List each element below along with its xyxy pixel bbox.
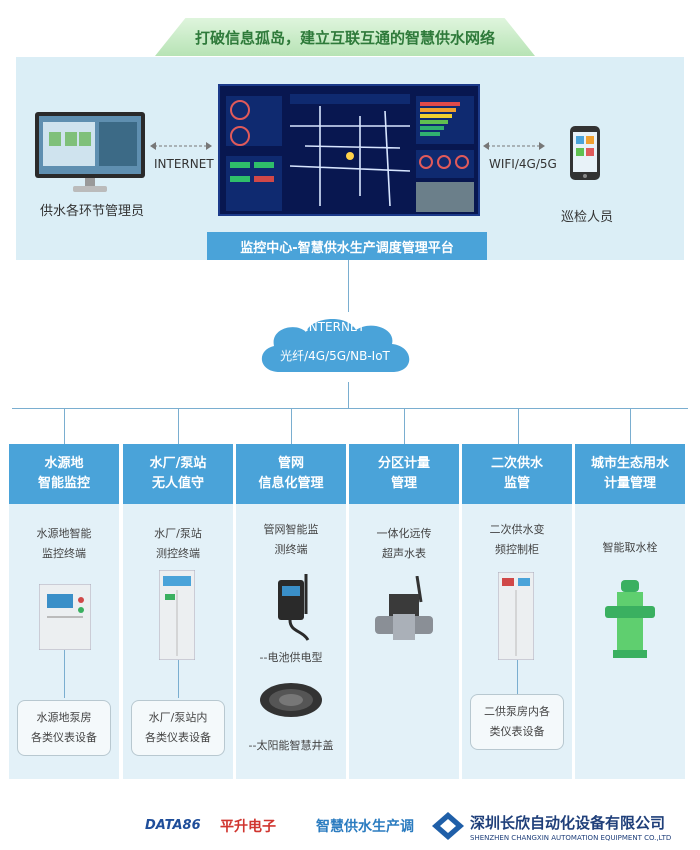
branch-line bbox=[630, 408, 631, 444]
inspector-label: 巡检人员 bbox=[561, 210, 614, 225]
device-link bbox=[178, 660, 179, 698]
connector-line bbox=[348, 260, 349, 312]
admin-label: 供水各环节管理员 bbox=[40, 204, 145, 219]
column-header: 管网信息化管理 bbox=[236, 444, 346, 504]
column-pipe-network: 管网信息化管理 管网智能监测终端 --电池供电型 --太阳能智慧井盖 bbox=[236, 444, 346, 779]
footer-brand: DATA86 bbox=[145, 818, 201, 833]
device-link bbox=[517, 660, 518, 694]
column-title: 智能监控 bbox=[37, 476, 90, 491]
column-desc: 水厂/泵站测控终端 bbox=[154, 527, 202, 560]
column-desc: 智能取水栓 bbox=[602, 541, 658, 554]
double-arrow-left-icon bbox=[150, 142, 212, 150]
column-header: 城市生态用水计量管理 bbox=[575, 444, 685, 504]
column-title: 分区计量 bbox=[377, 456, 430, 471]
dashboard-map-icon bbox=[220, 86, 478, 214]
wifi-link-label: WIFI/4G/5G bbox=[489, 157, 557, 171]
control-box-icon bbox=[39, 584, 91, 650]
footer-slogan: 智慧供水生产调 bbox=[316, 819, 414, 835]
bus-drop bbox=[348, 382, 349, 408]
column-header: 分区计量管理 bbox=[349, 444, 459, 504]
branch-line bbox=[404, 408, 405, 444]
column-desc: 管网智能监测终端 bbox=[263, 523, 319, 556]
column-title: 管理 bbox=[390, 476, 417, 491]
branch-line bbox=[64, 408, 65, 444]
footer-company-en: SHENZHEN CHANGXIN AUTOMATION EQUIPMENT C… bbox=[470, 834, 672, 842]
battery-terminal-icon bbox=[278, 574, 310, 641]
column-district-metering: 分区计量管理 一体化远传超声水表 bbox=[349, 444, 459, 779]
column-header: 水源地智能监控 bbox=[9, 444, 119, 504]
column-water-plant: 水厂/泵站无人值守 水厂/泵站测控终端 水厂/泵站内各类仪表设备 bbox=[123, 444, 233, 779]
dashboard-screen bbox=[218, 84, 480, 216]
sub-device-box: 水厂/泵站内各类仪表设备 bbox=[131, 700, 225, 756]
monitor-icon bbox=[35, 112, 145, 192]
banner: 打破信息孤岛，建立互联互通的智慧供水网络 bbox=[155, 18, 535, 56]
column-title: 监管 bbox=[503, 476, 530, 491]
branch-line bbox=[518, 408, 519, 444]
cloud-title: INTERNET bbox=[305, 320, 365, 334]
column-title: 城市生态用水 bbox=[590, 456, 669, 471]
footer-brand-cn: 平升电子 bbox=[220, 819, 276, 835]
cloud-icon bbox=[261, 318, 410, 372]
column-header: 二次供水监管 bbox=[462, 444, 572, 504]
water-meter-icon bbox=[375, 576, 433, 640]
column-desc: 水源地智能监控终端 bbox=[36, 527, 92, 560]
column-secondary-supply: 二次供水监管 二次供水变频控制柜 二供泵房内各类仪表设备 bbox=[462, 444, 572, 779]
note-solar: --太阳能智慧井盖 bbox=[248, 739, 334, 752]
platform-bar: 监控中心-智慧供水生产调度管理平台 bbox=[207, 232, 487, 260]
bus-line bbox=[12, 408, 688, 409]
banner-text: 打破信息孤岛，建立互联互通的智慧供水网络 bbox=[194, 28, 495, 47]
manhole-icon bbox=[260, 683, 322, 717]
column-desc: 一体化远传超声水表 bbox=[376, 527, 432, 560]
sub-device-box: 水源地泵房各类仪表设备 bbox=[17, 700, 111, 756]
column-title: 水源地 bbox=[44, 456, 84, 471]
footer-company: 深圳长欣自动化设备有限公司 bbox=[470, 814, 666, 832]
column-title: 信息化管理 bbox=[258, 476, 324, 491]
column-title: 二次供水 bbox=[490, 456, 543, 471]
double-arrow-right-icon bbox=[483, 142, 545, 150]
column-header: 水厂/泵站无人值守 bbox=[123, 444, 233, 504]
sub-device-box: 二供泵房内各类仪表设备 bbox=[470, 694, 564, 750]
note-battery: --电池供电型 bbox=[259, 651, 323, 664]
hydrant-icon bbox=[605, 580, 655, 658]
column-title: 管网 bbox=[277, 456, 304, 471]
vfd-cabinet-icon bbox=[498, 572, 534, 660]
internet-link-label: INTERNET bbox=[154, 157, 214, 171]
cloud-subtitle: 光纤/4G/5G/NB-IoT bbox=[280, 349, 390, 363]
cabinet-icon bbox=[159, 570, 195, 660]
column-title: 无人值守 bbox=[151, 476, 204, 491]
column-title: 水厂/泵站 bbox=[149, 456, 207, 471]
company-logo-icon bbox=[432, 812, 464, 840]
phone-icon bbox=[570, 126, 600, 180]
branch-line bbox=[178, 408, 179, 444]
device-link bbox=[64, 650, 65, 698]
column-eco-water: 城市生态用水计量管理 智能取水栓 bbox=[575, 444, 685, 779]
column-water-source: 水源地智能监控 水源地智能监控终端 水源地泵房各类仪表设备 bbox=[9, 444, 119, 779]
column-desc: 二次供水变频控制柜 bbox=[489, 523, 545, 556]
column-title: 计量管理 bbox=[603, 476, 656, 491]
branch-line bbox=[291, 408, 292, 444]
